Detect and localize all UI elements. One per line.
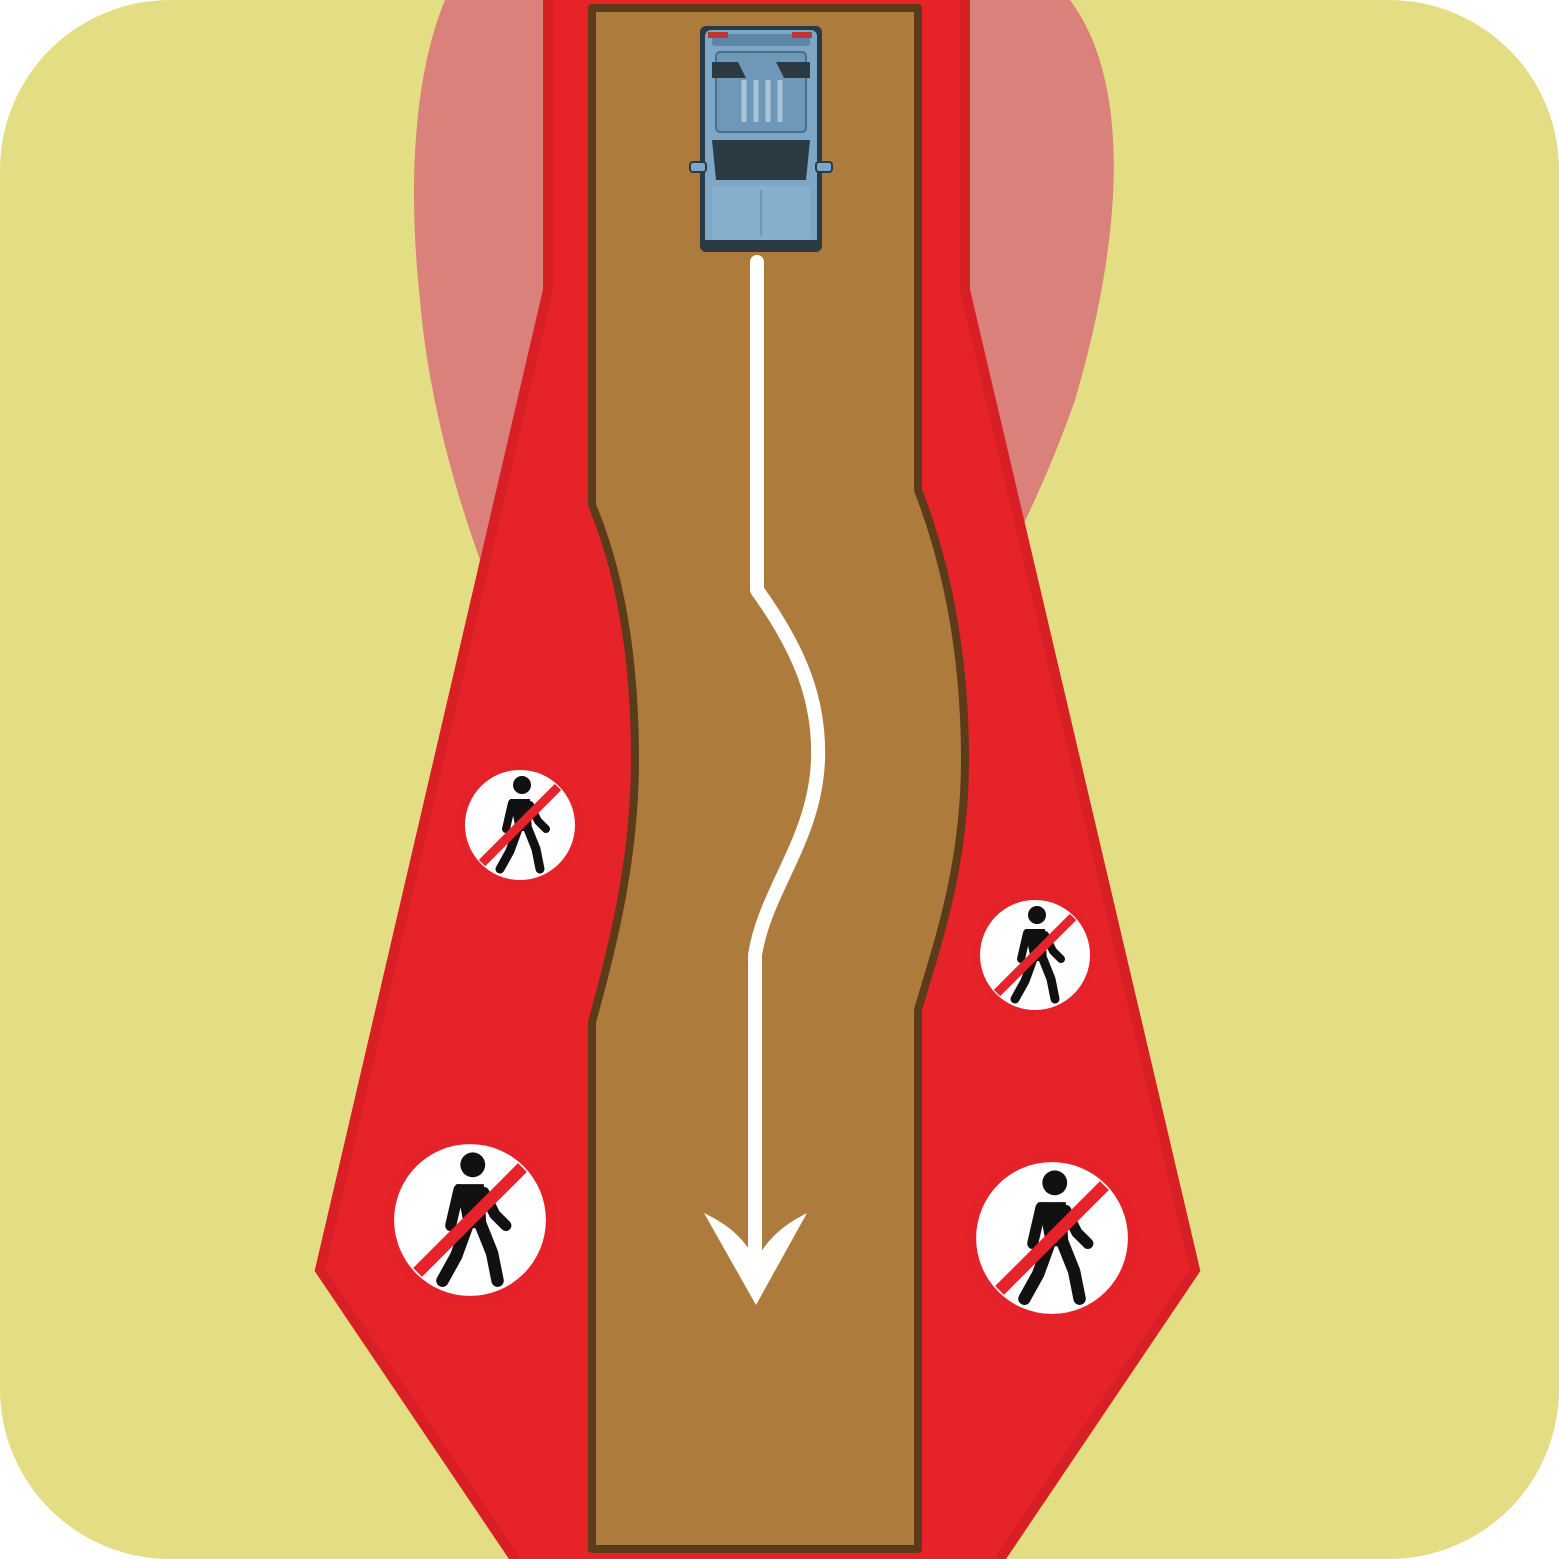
no-pedestrian-sign-icon bbox=[966, 1152, 1137, 1323]
no-pedestrian-sign-icon bbox=[973, 893, 1097, 1017]
no-pedestrian-sign-icon bbox=[384, 1134, 555, 1305]
no-pedestrian-sign-icon bbox=[458, 763, 582, 887]
vehicle-icon bbox=[690, 26, 832, 252]
